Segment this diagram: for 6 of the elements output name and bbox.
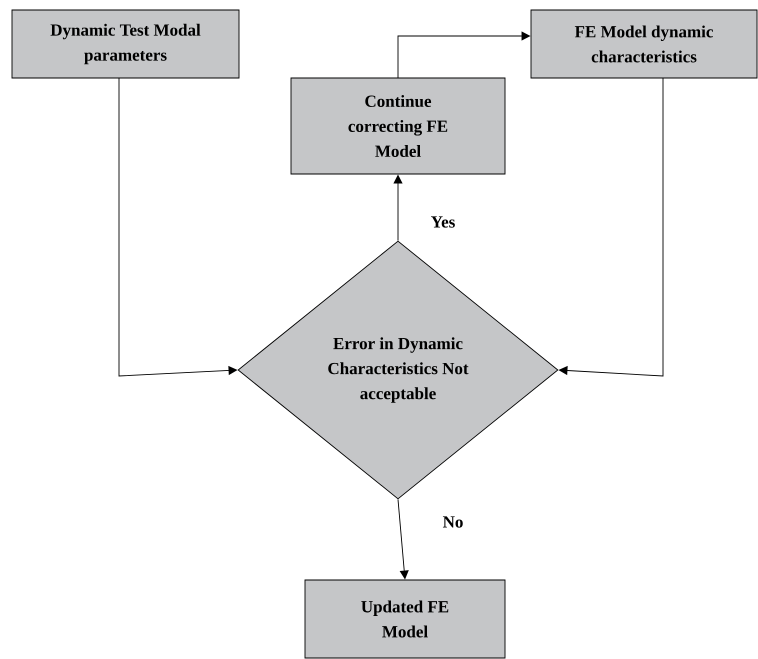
process-box: Dynamic Test Modal parameters — [12, 10, 240, 78]
process-box: FE Model dynamic characteristics — [530, 10, 758, 78]
process-box: Updated FE Model — [304, 580, 506, 658]
edge-label: No — [442, 515, 464, 529]
process-box: Continue correcting FE Model — [290, 78, 506, 174]
edge-label: Yes — [430, 215, 456, 229]
